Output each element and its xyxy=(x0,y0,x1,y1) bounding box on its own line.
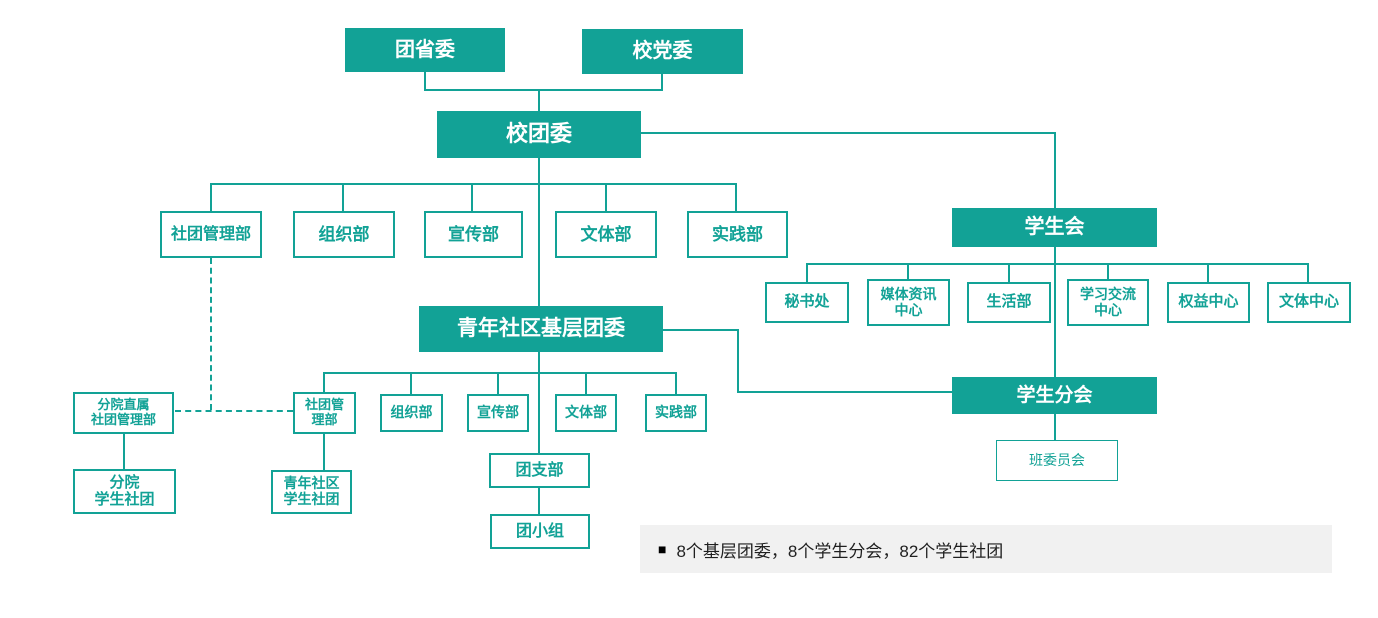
dashed-connector xyxy=(175,410,293,412)
connector xyxy=(538,89,540,111)
connector xyxy=(641,132,1055,134)
node-league-branch: 团支部 xyxy=(489,453,590,488)
connector xyxy=(662,329,738,331)
connector xyxy=(342,183,344,211)
connector xyxy=(1054,246,1056,377)
connector xyxy=(737,329,739,392)
connector xyxy=(323,372,676,374)
node-sports-arts-center: 文体中心 xyxy=(1267,282,1351,323)
node-community-practice-dept: 实践部 xyxy=(645,394,707,432)
node-sports-arts-dept: 文体部 xyxy=(555,211,657,258)
connector xyxy=(424,72,426,89)
bullet-square-icon: ■ xyxy=(658,541,667,557)
node-study-exchange-center: 学习交流 中心 xyxy=(1067,279,1149,326)
connector xyxy=(538,352,540,453)
connector xyxy=(497,372,499,394)
connector xyxy=(424,89,663,91)
connector xyxy=(538,158,540,306)
connector xyxy=(1054,413,1056,440)
connector xyxy=(123,433,125,469)
connector xyxy=(661,74,663,89)
node-practice-dept: 实践部 xyxy=(687,211,788,258)
summary-caption: ■ 8个基层团委，8个学生分会，82个学生社团 xyxy=(640,525,1332,573)
node-community-club-mgmt-dept: 社团管 理部 xyxy=(293,392,356,434)
node-branch-student-clubs: 分院 学生社团 xyxy=(73,469,176,514)
node-student-union: 学生会 xyxy=(952,208,1157,247)
node-class-committee: 班委员会 xyxy=(996,440,1118,481)
connector xyxy=(737,391,952,393)
connector xyxy=(538,488,540,514)
node-organization-dept: 组织部 xyxy=(293,211,395,258)
node-league-group: 团小组 xyxy=(490,514,590,549)
node-school-party-committee: 校党委 xyxy=(582,29,743,74)
node-club-management-dept: 社团管理部 xyxy=(160,211,262,258)
connector xyxy=(585,372,587,394)
connector xyxy=(410,372,412,394)
connector xyxy=(210,183,212,211)
node-rights-center: 权益中心 xyxy=(1167,282,1250,323)
dashed-connector xyxy=(210,258,212,410)
node-school-league-committee: 校团委 xyxy=(437,111,641,158)
connector xyxy=(1054,132,1056,208)
node-student-branch: 学生分会 xyxy=(952,377,1157,414)
node-youth-community-league: 青年社区基层团委 xyxy=(419,306,663,352)
connector xyxy=(210,183,737,185)
summary-caption-text: 8个基层团委，8个学生分会，82个学生社团 xyxy=(676,541,1004,561)
connector xyxy=(806,263,1309,265)
node-community-publicity-dept: 宣传部 xyxy=(467,394,529,432)
node-life-dept: 生活部 xyxy=(967,282,1051,323)
connector xyxy=(1107,263,1109,279)
connector xyxy=(1008,263,1010,282)
connector xyxy=(323,372,325,392)
connector xyxy=(1307,263,1309,282)
node-community-student-clubs: 青年社区 学生社团 xyxy=(271,470,352,514)
connector xyxy=(323,434,325,470)
node-publicity-dept: 宣传部 xyxy=(424,211,523,258)
node-media-info-center: 媒体资讯 中心 xyxy=(867,279,950,326)
node-community-sports-arts-dept: 文体部 xyxy=(555,394,617,432)
node-community-organization-dept: 组织部 xyxy=(380,394,443,432)
connector xyxy=(907,263,909,279)
connector xyxy=(806,263,808,282)
node-branch-club-mgmt-dept: 分院直属 社团管理部 xyxy=(73,392,174,434)
connector xyxy=(1207,263,1209,282)
connector xyxy=(675,372,677,394)
node-secretariat: 秘书处 xyxy=(765,282,849,323)
connector xyxy=(605,183,607,211)
node-provincial-league: 团省委 xyxy=(345,28,505,72)
connector xyxy=(471,183,473,211)
connector xyxy=(735,183,737,211)
